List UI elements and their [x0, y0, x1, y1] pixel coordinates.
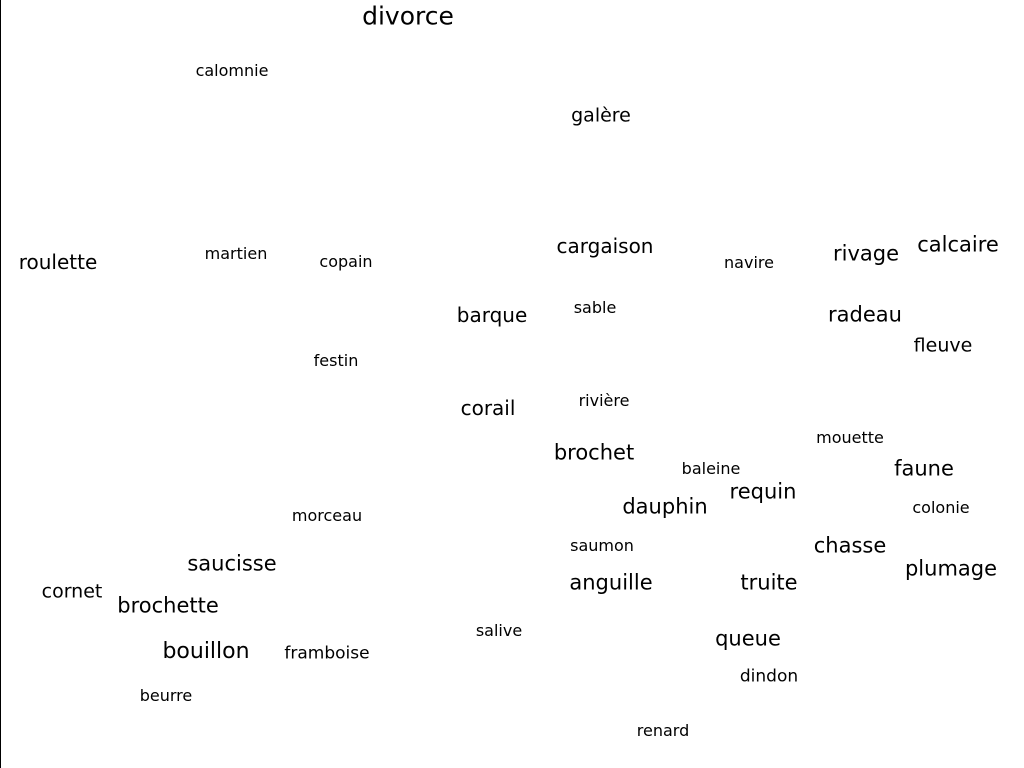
word-label: martien — [204, 244, 268, 263]
word-label: rivage — [832, 241, 900, 266]
word-label: bouillon — [162, 639, 250, 664]
word-label: fleuve — [913, 334, 973, 357]
word-label: morceau — [291, 506, 363, 525]
word-label: barque — [456, 303, 528, 327]
word-label: anguille — [569, 570, 653, 595]
word-label: truite — [740, 570, 798, 595]
word-label: divorce — [362, 1, 454, 31]
word-label: chasse — [813, 533, 887, 558]
word-label: saucisse — [187, 551, 277, 576]
word-label: sable — [573, 298, 617, 317]
word-label: requin — [729, 479, 797, 504]
word-label: dindon — [739, 666, 799, 687]
word-label: corail — [460, 396, 516, 420]
word-label: dauphin — [622, 494, 708, 519]
word-label: cargaison — [556, 234, 654, 258]
word-label: calomnie — [195, 61, 269, 80]
word-label: copain — [319, 252, 373, 271]
word-label: saumon — [570, 536, 634, 555]
word-label: queue — [715, 626, 781, 651]
word-label: salive — [475, 621, 523, 640]
word-label: renard — [636, 721, 690, 740]
word-label: beurre — [139, 686, 193, 705]
word-label: cornet — [41, 580, 103, 603]
word-label: galère — [571, 104, 631, 127]
word-label: rivière — [578, 391, 630, 410]
word-label: framboise — [284, 643, 370, 664]
word-label: radeau — [828, 302, 902, 327]
word-label: festin — [313, 351, 359, 370]
word-label: baleine — [681, 459, 741, 478]
word-label: colonie — [912, 498, 970, 517]
word-label: roulette — [18, 250, 98, 274]
word-label: faune — [894, 456, 954, 481]
word-label: navire — [724, 253, 774, 272]
word-label: mouette — [816, 428, 884, 447]
word-label: brochette — [117, 593, 219, 618]
word-label: brochet — [553, 440, 635, 465]
word-label: plumage — [904, 556, 998, 581]
word-label: calcaire — [917, 232, 999, 257]
